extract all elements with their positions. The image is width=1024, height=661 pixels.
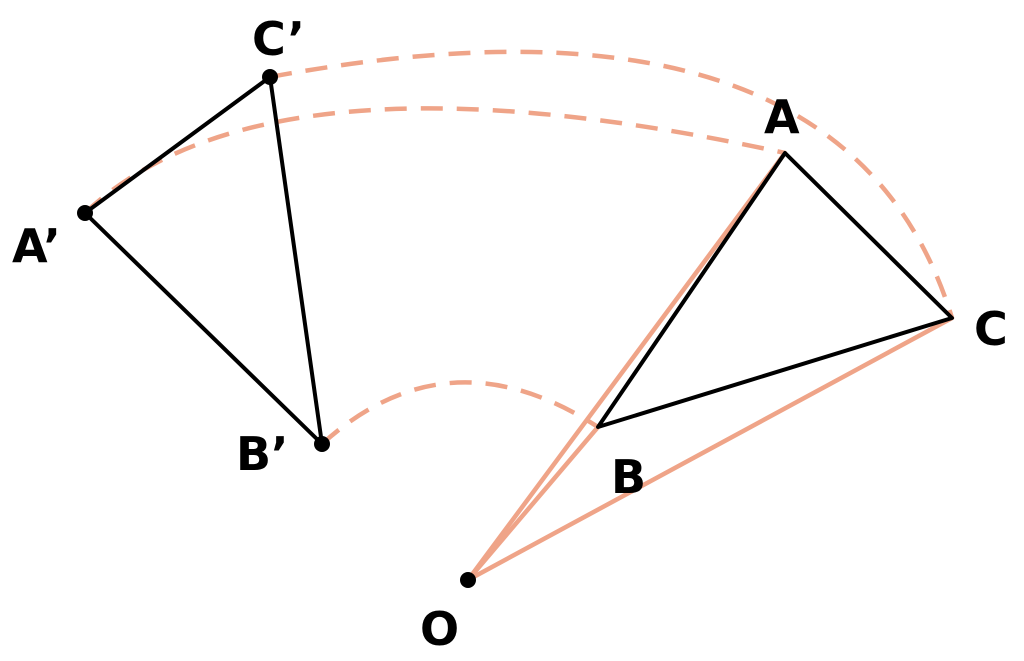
point-c-prime [262, 69, 278, 85]
label-a: A [764, 90, 800, 144]
segment-o-b [465, 424, 601, 583]
triangle-abc [596, 151, 954, 429]
arc-a-to-a-prime [83, 106, 786, 215]
point-a-prime [77, 205, 93, 221]
label-b-prime: B’ [236, 427, 289, 481]
point-b-prime [314, 436, 330, 452]
segment-o-a [465, 150, 788, 583]
triangle-a-prime-b-prime-c-prime [83, 75, 324, 446]
label-a-prime: A’ [12, 219, 61, 273]
segment-o-c [465, 315, 955, 583]
label-c: C [974, 302, 1008, 356]
label-b: B [611, 450, 646, 504]
label-o: O [420, 602, 459, 656]
label-c-prime: C’ [252, 12, 305, 66]
arc-b-to-b-prime [320, 380, 600, 446]
point-o [460, 572, 476, 588]
arc-c-to-c-prime [269, 49, 955, 319]
